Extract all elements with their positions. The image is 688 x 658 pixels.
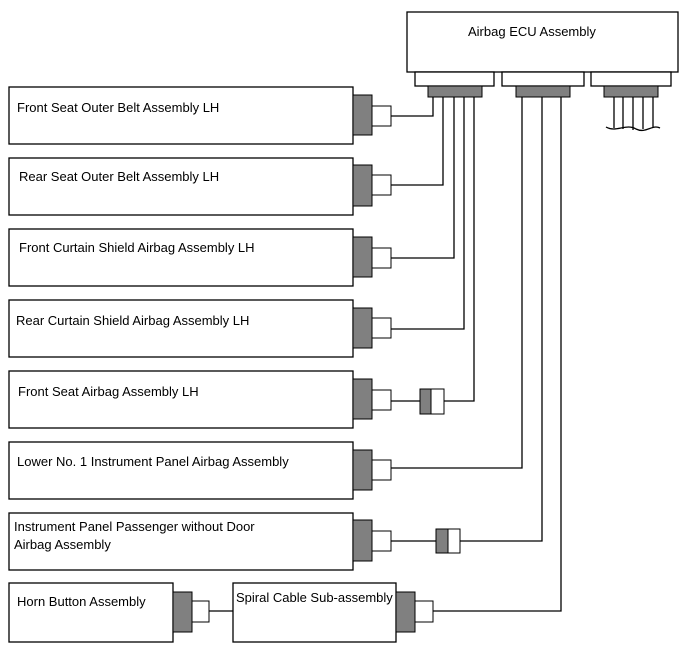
wire-break-mark xyxy=(605,126,661,132)
component-label: Rear Seat Outer Belt Assembly LH xyxy=(19,169,219,184)
wire-front-curtain-shield xyxy=(391,97,455,259)
component-box xyxy=(8,512,354,571)
inline-connector-pin xyxy=(430,388,445,415)
connector-pin xyxy=(371,317,392,339)
component-box xyxy=(8,86,354,145)
connector-plug xyxy=(352,519,373,562)
connector-pin xyxy=(371,530,392,552)
component-label: Front Seat Airbag Assembly LH xyxy=(18,384,199,399)
ecu-connector-housing-1 xyxy=(414,71,495,87)
connector-plug xyxy=(352,449,373,491)
wire-spiral-cable xyxy=(433,97,562,612)
connector-plug xyxy=(395,591,416,633)
wire-ecu-connector-3-cut xyxy=(613,97,654,130)
ecu-connector-housing-3 xyxy=(590,71,672,87)
ecu-body xyxy=(406,11,679,73)
connector-pin xyxy=(414,600,434,623)
ecu-connector-3 xyxy=(603,85,659,98)
wire-front-seat-outer-belt xyxy=(391,97,434,117)
ecu-connector-2 xyxy=(515,85,571,98)
component-box xyxy=(8,441,354,500)
component-label: Horn Button Assembly xyxy=(17,594,146,609)
component-lower-no1-instrument-panel-airbag: Lower No. 1 Instrument Panel Airbag Asse… xyxy=(8,441,392,500)
wiring xyxy=(209,97,661,612)
wire-front-seat-airbag-b xyxy=(444,97,475,402)
component-instrument-panel-passenger-airbag: Instrument Panel Passenger without Door … xyxy=(8,512,392,571)
component-rear-seat-outer-belt-lh: Rear Seat Outer Belt Assembly LH xyxy=(8,157,392,216)
connector-pin xyxy=(191,600,210,623)
connector-pin xyxy=(371,105,392,127)
component-label-line1: Instrument Panel Passenger without Door xyxy=(14,519,255,534)
connector-pin xyxy=(371,459,392,481)
component-front-seat-outer-belt-lh: Front Seat Outer Belt Assembly LH xyxy=(8,86,392,145)
ecu-label: Airbag ECU Assembly xyxy=(468,24,596,39)
wire-passenger-airbag-b xyxy=(460,97,543,542)
component-box xyxy=(8,299,354,358)
component-label: Front Curtain Shield Airbag Assembly LH xyxy=(19,240,255,255)
component-box xyxy=(232,582,397,643)
component-spiral-cable-sub-assembly: Spiral Cable Sub-assembly xyxy=(232,582,434,643)
wire-rear-curtain-shield xyxy=(391,97,465,330)
wire-lower-instrument-panel xyxy=(391,97,523,469)
connector-plug xyxy=(352,307,373,349)
connector-plug xyxy=(352,378,373,420)
component-front-seat-airbag-lh: Front Seat Airbag Assembly LH xyxy=(8,370,392,429)
connector-pin xyxy=(371,247,392,269)
component-box xyxy=(8,228,354,287)
ecu-connector-housing-2 xyxy=(501,71,585,87)
component-label: Front Seat Outer Belt Assembly LH xyxy=(17,100,219,115)
connector-pin xyxy=(371,174,392,196)
component-horn-button-assembly: Horn Button Assembly xyxy=(8,582,210,643)
component-box xyxy=(8,157,354,216)
component-box xyxy=(8,582,174,643)
connector-plug xyxy=(352,164,373,207)
component-box xyxy=(8,370,354,429)
component-label-line2: Airbag Assembly xyxy=(14,537,111,552)
inline-connector-pin xyxy=(447,528,461,554)
component-rear-curtain-shield-airbag-lh: Rear Curtain Shield Airbag Assembly LH xyxy=(8,299,392,358)
component-label: Spiral Cable Sub-assembly xyxy=(236,590,393,605)
inline-connector-plug xyxy=(419,388,432,415)
component-front-curtain-shield-airbag-lh: Front Curtain Shield Airbag Assembly LH xyxy=(8,228,392,287)
connector-plug xyxy=(352,94,373,136)
inline-connector-front-seat-airbag xyxy=(419,388,445,415)
component-label: Rear Curtain Shield Airbag Assembly LH xyxy=(16,313,249,328)
connector-pin xyxy=(371,389,392,411)
connector-plug xyxy=(172,591,193,633)
connector-plug xyxy=(352,236,373,278)
airbag-ecu-assembly: Airbag ECU Assembly xyxy=(406,11,679,98)
wire-rear-seat-outer-belt xyxy=(391,97,444,186)
inline-connector-passenger-airbag xyxy=(435,528,461,554)
inline-connector-plug xyxy=(435,528,449,554)
component-label: Lower No. 1 Instrument Panel Airbag Asse… xyxy=(17,454,289,469)
ecu-connector-1 xyxy=(427,85,483,98)
